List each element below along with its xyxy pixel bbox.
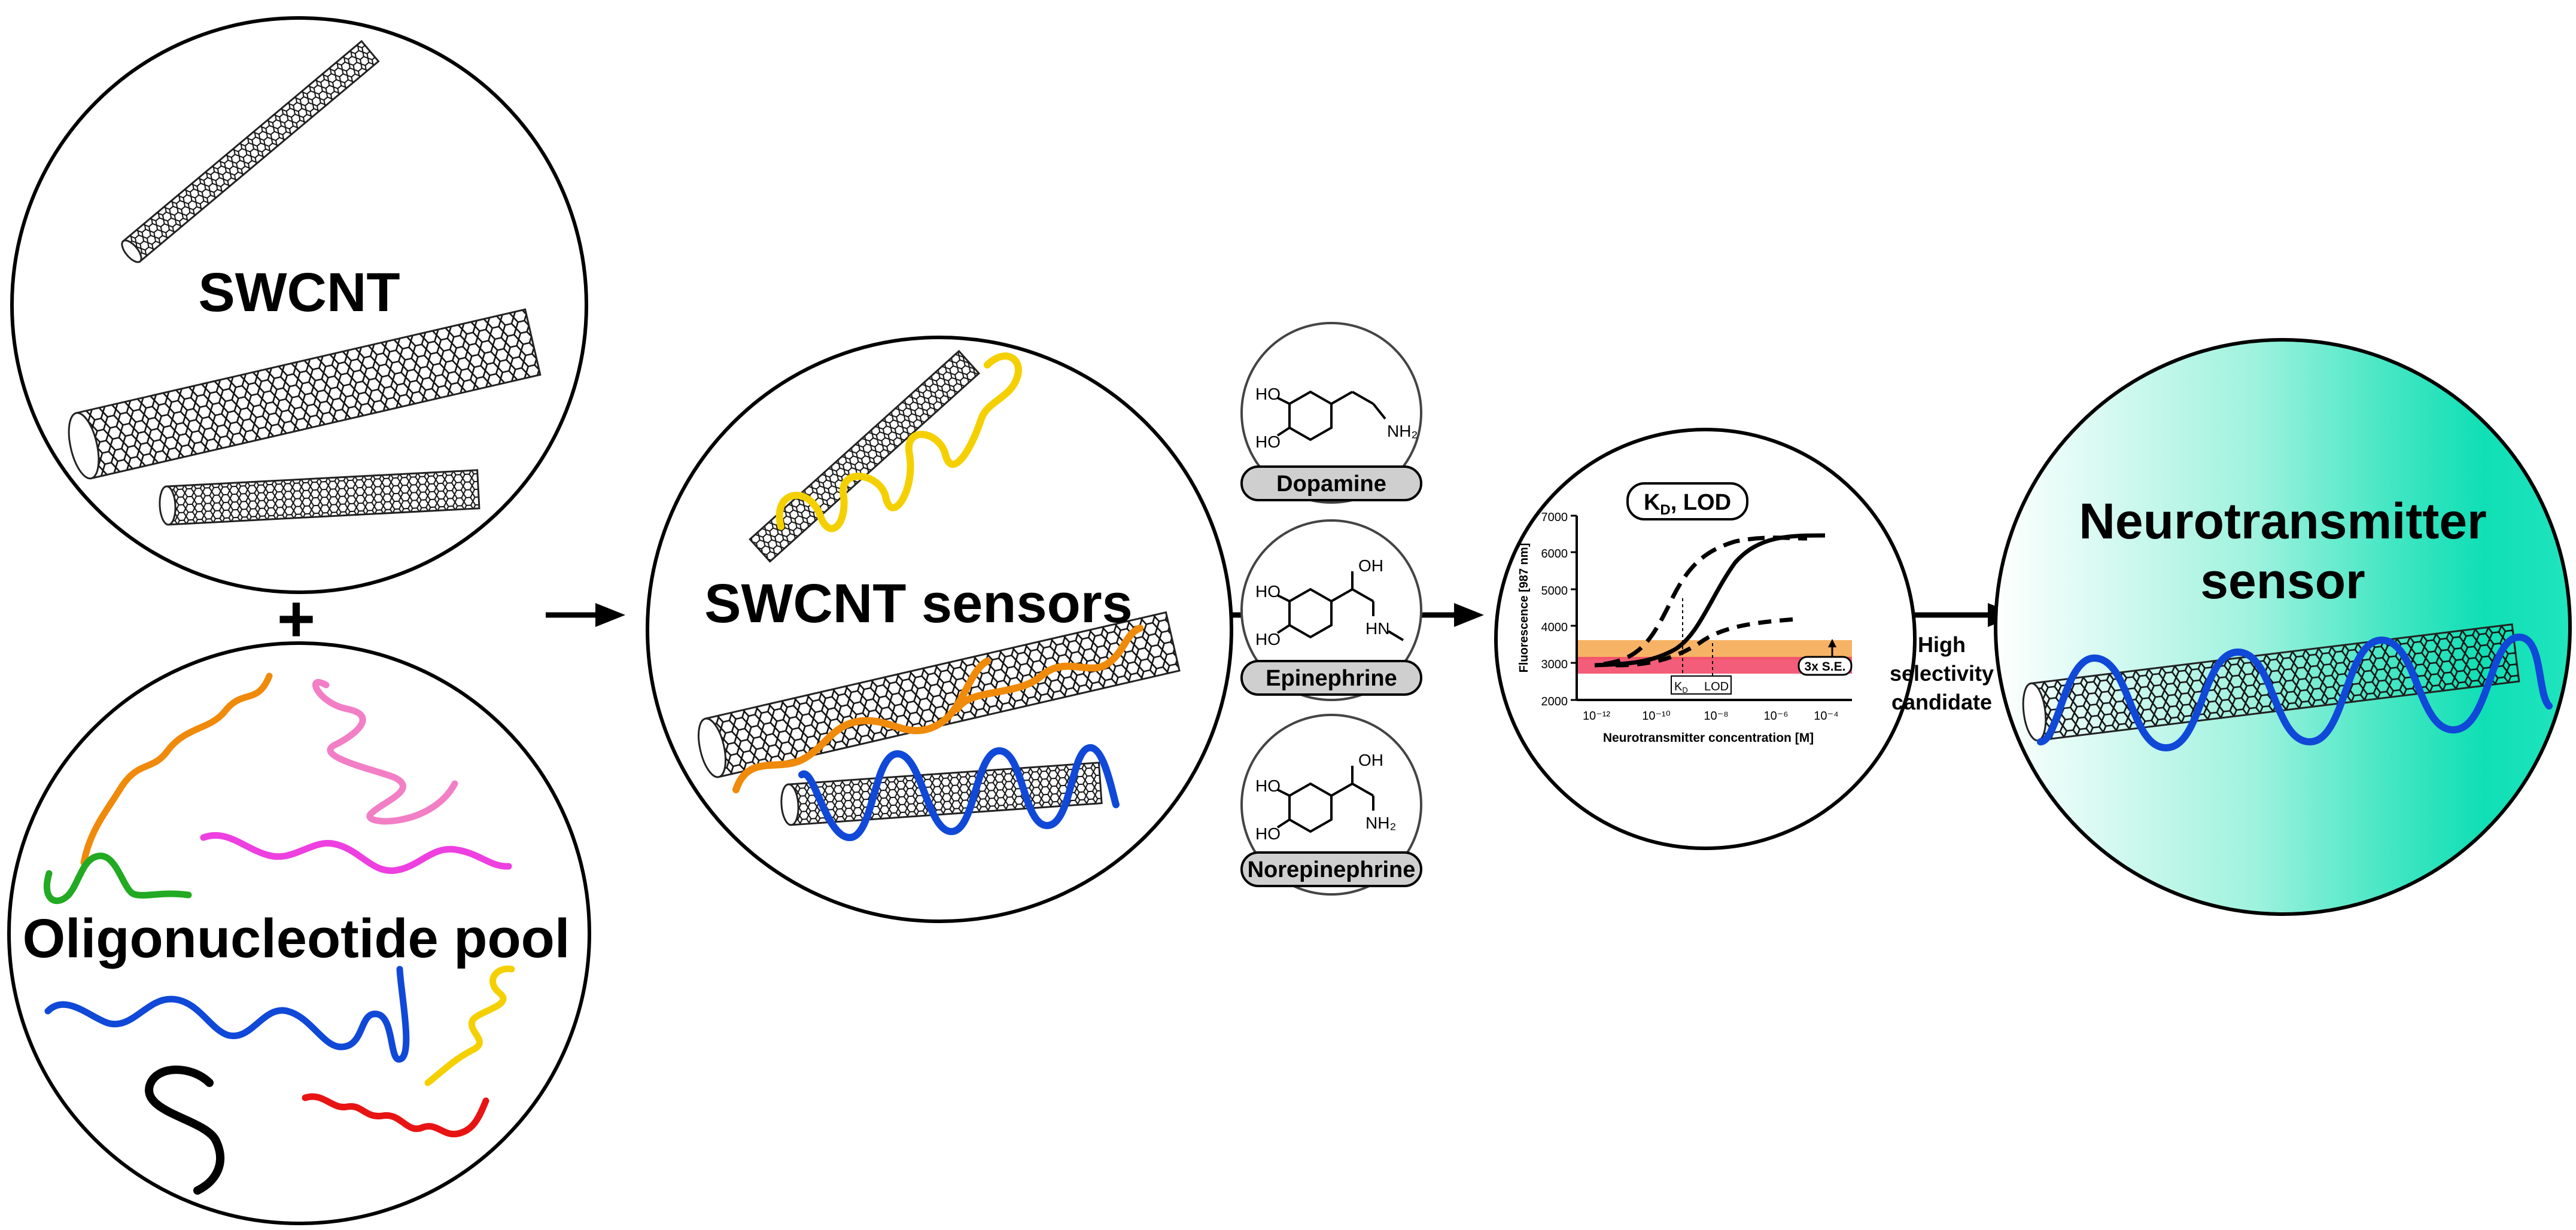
ytick-4000: 4000 [1541,621,1568,634]
dopamine-ho-bottom: HO [1255,433,1281,451]
xtick-1e-8: 10⁻⁸ [1704,710,1728,723]
sensor-wrap-orange [732,625,1143,793]
norepinephrine-amine: NH₂ [1365,814,1396,832]
plot-title-box [1626,482,1748,520]
swcnt-label: SWCNT [198,262,400,323]
plot-title-rest: , LOD [1671,490,1731,515]
dopamine-amine: NH₂ [1387,422,1418,440]
arrow-to-sensors [546,603,625,627]
nanotube-medium [159,469,480,526]
oligo-blue [44,966,410,1063]
molecule-dopamine: HO HO NH₂ Dopamine [1240,322,1422,504]
oligo-red [302,1093,489,1138]
plot-xlabel: Neurotransmitter concentration [M] [1603,731,1814,745]
curve-dashed-high [1603,535,1808,666]
final-sensor-panel: Neurotransmitter sensor [1994,338,2572,916]
pool-label: Oligonucleotide pool [23,908,570,969]
selectivity-line1: High [1918,632,1966,657]
xtick-1e-10: 10⁻¹⁰ [1642,710,1670,723]
norepinephrine-ho-bottom: HO [1255,824,1281,843]
sensor-wrap-blue [798,744,1120,842]
swcnt-panel: SWCNT [10,16,588,594]
sensors-label: SWCNT sensors [704,573,1133,634]
ytick-3000: 3000 [1541,658,1568,671]
oligo-pink [312,678,458,825]
epinephrine-amine: HN [1365,619,1389,638]
selectivity-line3: candidate [1891,690,1992,714]
oligo-yellow [424,965,515,1086]
nanotube-large [68,308,542,480]
xtick-1e-6: 10⁻⁶ [1763,710,1788,723]
norepinephrine-label: Norepinephrine [1248,857,1416,882]
sensor-wrap-yellow [775,352,1022,532]
ytick-5000: 5000 [1541,584,1568,598]
norepinephrine-pill [1240,851,1422,887]
dopamine-label: Dopamine [1276,471,1386,497]
sensor-tube-top [749,349,981,563]
epinephrine-label: Epinephrine [1266,666,1397,691]
se-box [1798,656,1853,676]
kd-marker-sub: D [1682,686,1687,695]
curve-dashed-low [1615,617,1796,668]
plot-title-sub: D [1660,502,1670,518]
oligo-black [145,1065,225,1195]
swcnt-sensors-panel: SWCNT sensors [646,336,1233,923]
sensor-tube-middle [697,611,1181,778]
molecule-norepinephrine: OH HO HO NH₂ Norepinephrine [1240,714,1422,896]
selectivity-line2: selectivity [1890,661,1994,686]
lod-marker: LOD [1704,680,1729,693]
final-wrap-blue [2037,633,2553,752]
final-label-line1: Neurotransmitter [2079,493,2486,549]
epinephrine-pill [1240,660,1422,696]
ytick-7000: 7000 [1541,511,1568,524]
epinephrine-ho-top: HO [1255,582,1281,601]
kd-lod-box [1671,675,1732,695]
norepinephrine-ho-top: HO [1255,777,1281,795]
norepinephrine-oh: OH [1358,751,1383,769]
oligonucleotide-pool-panel: Oligonucleotide pool [7,641,591,1225]
nanotube-small-diagonal [121,39,380,263]
dopamine-pill [1240,465,1422,501]
ytick-6000: 6000 [1541,547,1568,561]
plot-ylabel: Fluorescence [987 nm] [1517,543,1531,673]
final-label-line2: sensor [2200,553,2365,609]
se-label: 3x S.E. [1805,660,1846,674]
plot-title: KD, LOD [1644,490,1731,518]
epinephrine-ho-bottom: HO [1255,630,1281,649]
calibration-plot-panel: KD, LOD 7000 6000 5000 4000 3000 2000 Fl… [1494,428,1917,850]
oligo-magenta [200,832,512,874]
xtick-1e-12: 10⁻¹² [1583,710,1610,723]
epinephrine-oh: OH [1358,556,1383,575]
ytick-2000: 2000 [1541,695,1568,708]
oligo-orange [80,672,273,866]
molecule-epinephrine: OH HO HO HN Epinephrine [1240,519,1422,701]
y-ticks [1571,514,1577,701]
xtick-1e-4: 10⁻⁴ [1814,710,1838,723]
dopamine-ho-top: HO [1255,385,1281,403]
oligo-green [43,853,192,905]
